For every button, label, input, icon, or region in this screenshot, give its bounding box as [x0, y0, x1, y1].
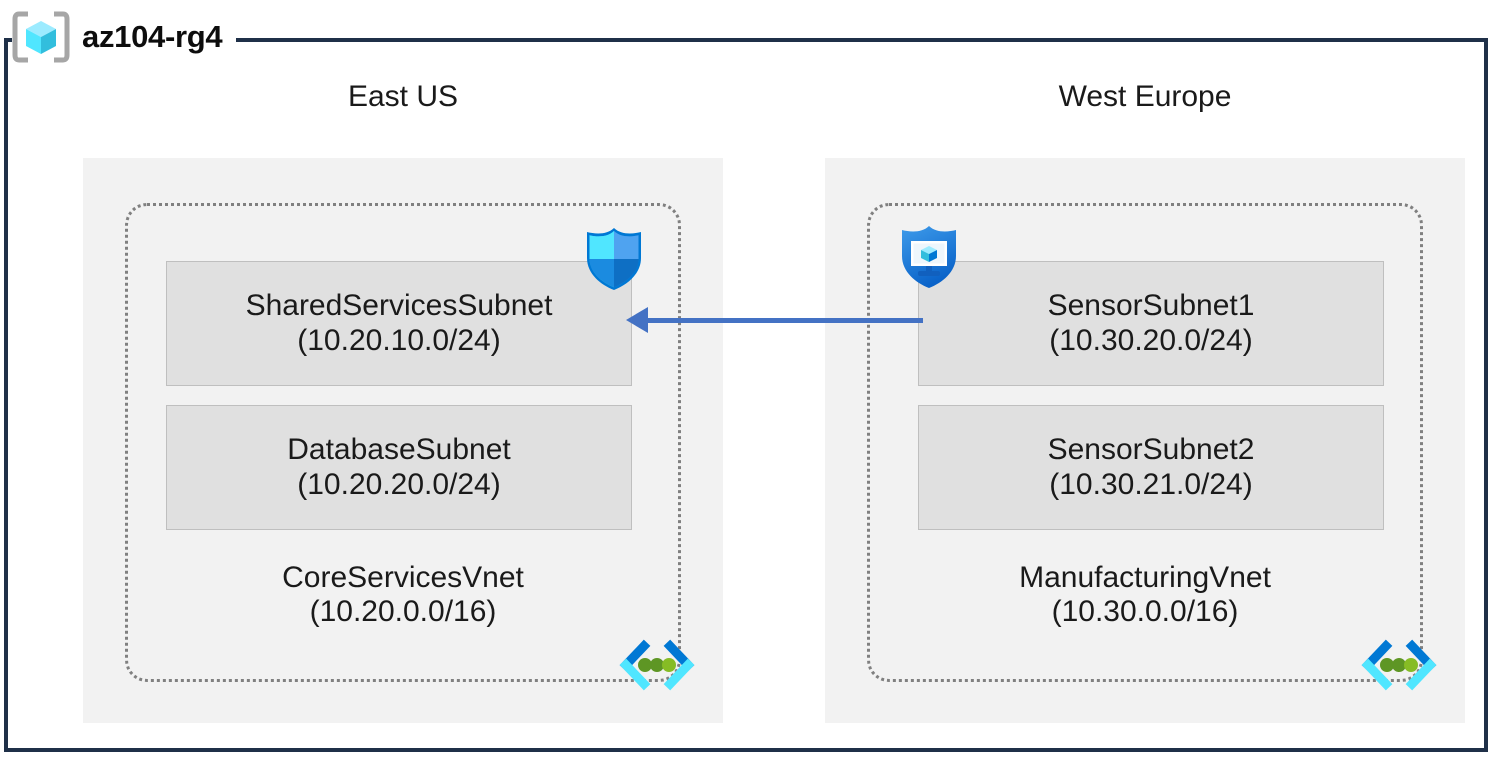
- region-west-europe: West Europe: [825, 80, 1465, 114]
- subnet-name: DatabaseSubnet: [287, 433, 511, 467]
- virtual-network-icon: [618, 634, 696, 701]
- subnet-database[interactable]: DatabaseSubnet (10.20.20.0/24): [166, 405, 632, 530]
- region-label-east-us: East US: [347, 80, 459, 113]
- subnet-sensor-2[interactable]: SensorSubnet2 (10.30.21.0/24): [918, 405, 1384, 530]
- subnet-cidr: (10.30.20.0/24): [1049, 323, 1253, 357]
- network-security-group-shield-icon: [583, 226, 645, 297]
- vnet-peering-arrow-head: [626, 307, 648, 333]
- subnet-cidr: (10.30.21.0/24): [1049, 467, 1253, 501]
- vnet-core-services[interactable]: SharedServicesSubnet (10.20.10.0/24) Dat…: [125, 203, 695, 691]
- subnet-name: SensorSubnet1: [1047, 289, 1255, 323]
- subnet-name: SharedServicesSubnet: [245, 289, 553, 323]
- virtual-network-icon: [1360, 634, 1438, 701]
- resource-group-cube-icon: [12, 11, 70, 63]
- region-label-west-europe: West Europe: [1058, 80, 1232, 113]
- vnet-manufacturing[interactable]: SensorSubnet1 (10.30.20.0/24) SensorSubn…: [867, 203, 1437, 691]
- resource-group-boundary: [4, 38, 1488, 752]
- vnet-peering-arrow-line: [648, 318, 923, 323]
- vnet-cidr: (10.30.0.0/16): [1051, 594, 1239, 628]
- region-east-us: East US: [83, 80, 723, 114]
- subnet-shared-services[interactable]: SharedServicesSubnet (10.20.10.0/24): [166, 261, 632, 386]
- resource-group-name: az104-rg4: [82, 19, 223, 54]
- vnet-name: ManufacturingVnet: [1019, 561, 1271, 594]
- subnet-sensor-1[interactable]: SensorSubnet1 (10.30.20.0/24): [918, 261, 1384, 386]
- vnet-name: CoreServicesVnet: [282, 561, 524, 594]
- subnet-cidr: (10.20.10.0/24): [297, 323, 501, 357]
- resource-group-header: az104-rg4: [12, 8, 237, 66]
- application-security-group-shield-icon: [898, 224, 960, 295]
- subnet-cidr: (10.20.20.0/24): [297, 467, 501, 501]
- vnet-cidr: (10.20.0.0/16): [309, 594, 497, 628]
- subnet-name: SensorSubnet2: [1047, 433, 1255, 467]
